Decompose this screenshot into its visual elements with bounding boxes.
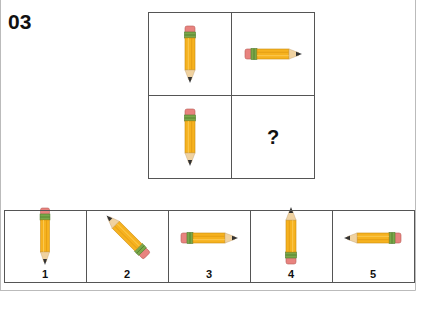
option-box: 5 [332, 210, 415, 283]
option-box: 3 [168, 210, 251, 283]
option-box: 4 [250, 210, 333, 283]
answer-cell: ? [231, 95, 315, 179]
option-number: 2 [124, 268, 130, 280]
option-box: 1 [4, 210, 87, 283]
option-box: 2 [86, 210, 169, 283]
option-number: 5 [370, 268, 376, 280]
option-number: 4 [288, 268, 294, 280]
question-mark: ? [267, 126, 279, 148]
option-number: 3 [206, 268, 212, 280]
puzzle-number: 03 [8, 10, 31, 34]
option-number: 1 [42, 268, 48, 280]
